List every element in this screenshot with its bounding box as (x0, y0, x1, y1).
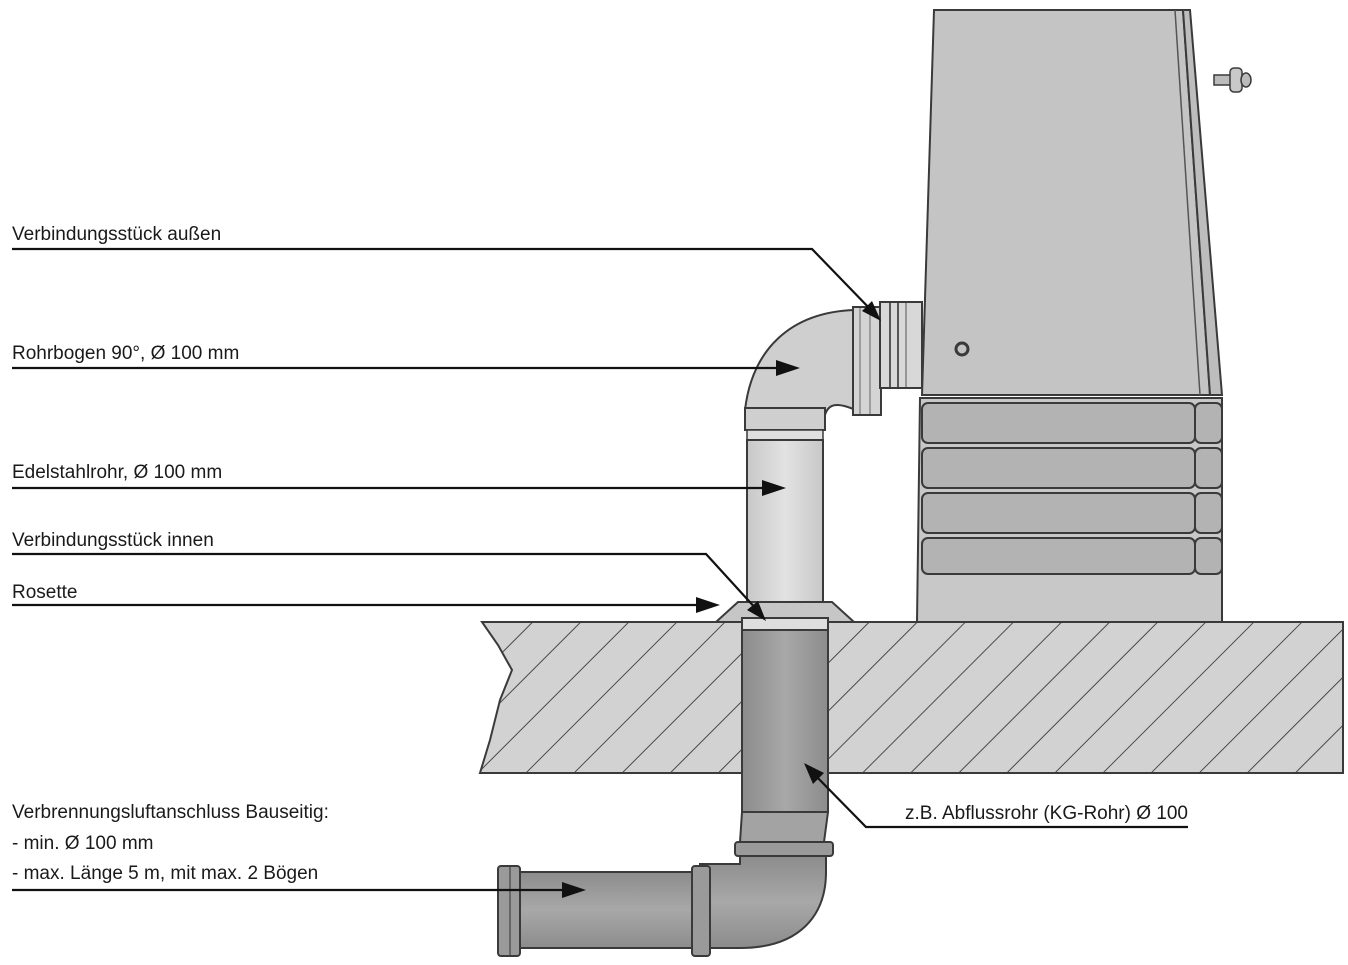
label-edelstahlrohr-text: Edelstahlrohr, Ø 100 mm (12, 462, 222, 483)
label-abflussrohr-text: z.B. Abflussrohr (KG-Rohr) Ø 100 (905, 803, 1188, 824)
label-verbindungsstueck-aussen: Verbindungsstück außen (12, 224, 881, 321)
stove-base-blocks (921, 402, 1223, 575)
inner-connector (741, 617, 829, 631)
label-rohrbogen-text: Rohrbogen 90°, Ø 100 mm (12, 343, 239, 364)
label-verbindungsstueck-aussen-text: Verbindungsstück außen (12, 224, 221, 245)
label-verbrennungsluft-item2: - max. Länge 5 m, mit max. 2 Bögen (12, 863, 318, 884)
label-edelstahlrohr: Edelstahlrohr, Ø 100 mm (12, 462, 786, 496)
floor-slab (478, 621, 1344, 774)
label-verbrennungsluft-item1: - min. Ø 100 mm (12, 833, 153, 854)
label-verbrennungsluft: Verbrennungsluftanschluss Bauseitig: - m… (12, 802, 586, 898)
label-verbrennungsluft-title: Verbrennungsluftanschluss Bauseitig: (12, 802, 329, 823)
label-rosette-text: Rosette (12, 582, 77, 603)
stove-knob (1213, 67, 1252, 93)
label-verbindungsstueck-innen: Verbindungsstück innen (12, 530, 766, 621)
label-rohrbogen: Rohrbogen 90°, Ø 100 mm (12, 343, 800, 376)
label-abflussrohr: z.B. Abflussrohr (KG-Rohr) Ø 100 (804, 763, 1188, 829)
steel-pipe (744, 407, 826, 603)
outer-connector (879, 301, 923, 389)
stove-screw (954, 341, 970, 357)
steel-elbow-90 (743, 306, 882, 417)
label-verbindungsstueck-innen-text: Verbindungsstück innen (12, 530, 214, 551)
label-rosette: Rosette (12, 582, 720, 613)
stove (915, 9, 1252, 623)
